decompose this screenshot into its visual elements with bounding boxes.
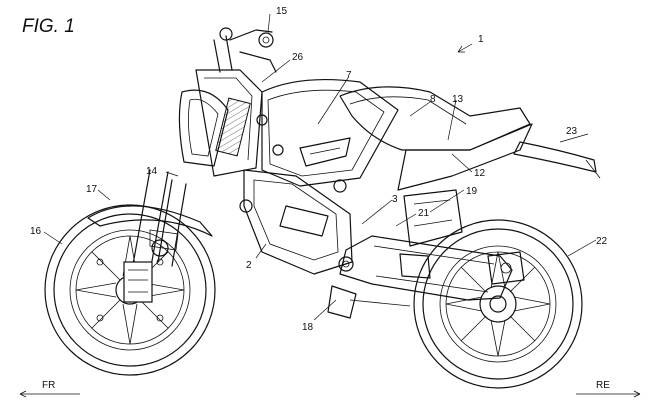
- label-16: 16: [30, 226, 42, 237]
- front-cowl: [178, 69, 263, 177]
- label-18: 18: [302, 322, 314, 333]
- label-12: 12: [474, 168, 486, 179]
- main-frame: [239, 78, 399, 275]
- swing-arm: [338, 189, 513, 301]
- direction-rear-label: RE: [596, 380, 610, 391]
- handlebar: [213, 27, 277, 73]
- label-14: 14: [146, 166, 158, 177]
- direction-front-label: FR: [42, 380, 55, 391]
- front-fork: [123, 169, 187, 303]
- label-2: 2: [246, 260, 252, 271]
- label-7: 7: [346, 70, 352, 81]
- label-3: 3: [392, 194, 398, 205]
- leader-lines: [43, 13, 597, 321]
- label-23: 23: [566, 126, 578, 137]
- label-1: 1: [478, 34, 484, 45]
- direction-front: FR: [19, 380, 80, 398]
- label-15: 15: [276, 6, 288, 17]
- rear-wheel: [413, 219, 583, 389]
- label-22: 22: [596, 236, 608, 247]
- front-wheel: [44, 204, 216, 376]
- direction-rear: RE: [576, 380, 641, 398]
- label-17: 17: [86, 184, 98, 195]
- figure-title: FIG. 1: [22, 16, 75, 37]
- front-fender: [87, 205, 213, 237]
- label-19: 19: [466, 186, 478, 197]
- label-21: 21: [418, 208, 430, 219]
- rear-tail: [397, 123, 601, 191]
- label-8: 8: [430, 94, 436, 105]
- label-26: 26: [292, 52, 304, 63]
- label-13: 13: [452, 94, 464, 105]
- footpeg: [327, 285, 411, 319]
- seat: [339, 86, 531, 151]
- steering-head: [215, 97, 251, 157]
